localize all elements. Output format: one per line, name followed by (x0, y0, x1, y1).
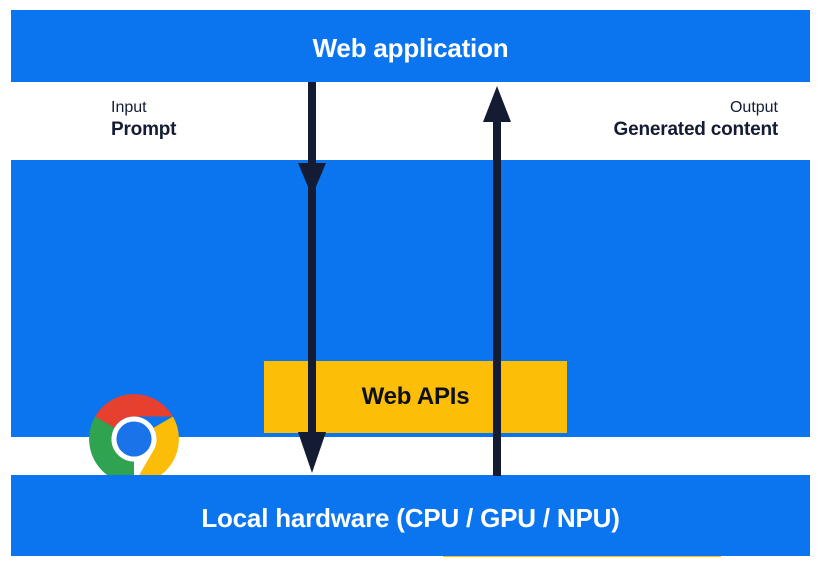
browser-band: Browser Web APIs Built-in models and run… (11, 160, 810, 557)
web-apis-label: Web APIs (361, 383, 470, 410)
arrow-down-icon (298, 82, 326, 473)
input-value-label: Prompt (111, 118, 177, 140)
arrow-up-icon (483, 86, 511, 476)
web-application-band: Web application (11, 10, 810, 82)
local-hardware-label: Local hardware (CPU / GPU / NPU) (201, 503, 620, 533)
output-caption: Output Generated content (613, 98, 779, 141)
output-value-label: Generated content (613, 118, 779, 140)
input-caption: Input Prompt (111, 98, 177, 141)
output-kind-label: Output (729, 99, 778, 116)
chrome-logo-icon (89, 394, 179, 484)
web-application-label: Web application (312, 33, 509, 63)
local-hardware-band: Local hardware (CPU / GPU / NPU) (11, 475, 810, 556)
input-kind-label: Input (111, 99, 147, 116)
